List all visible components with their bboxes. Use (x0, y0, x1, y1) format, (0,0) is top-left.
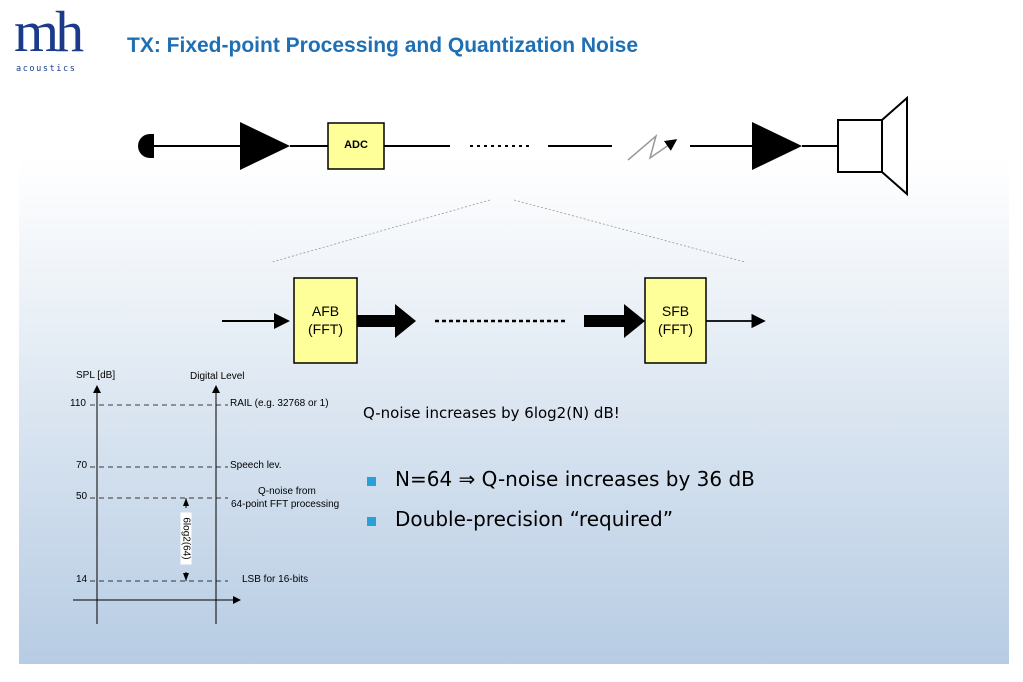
span-label: 6log2(64) (180, 512, 192, 565)
level-50-label-line1: Q-noise from (258, 486, 316, 497)
level-14-value: 14 (76, 574, 88, 585)
bullet-2-text: Double-precision “required” (395, 507, 674, 531)
sfb-box (644, 277, 707, 364)
level-70-value: 70 (76, 460, 88, 471)
level-14-label: LSB for 16-bits (242, 574, 309, 585)
afb-label: AFB (FFT) (294, 302, 357, 338)
level-50-value: 50 (76, 491, 88, 502)
level-50-label-line2: 64-point FFT processing (231, 499, 340, 510)
level-110-label: RAIL (e.g. 32768 or 1) (230, 398, 329, 409)
logo: mh acoustics (14, 2, 99, 82)
transmission-icon (627, 133, 678, 161)
sfb-label-line2: (FFT) (658, 321, 693, 337)
bullet-1-marker (367, 477, 376, 486)
amplifier-2-icon (752, 122, 802, 170)
spl-axis-label: SPL [dB] (76, 370, 116, 381)
bullet-1-text: N=64 ⇒ Q-noise increases by 36 dB (395, 467, 755, 491)
thick-arrow-2-icon (584, 304, 645, 338)
statement-text: Q-noise increases by 6log2(N) dB! (363, 404, 620, 422)
speaker-icon (837, 95, 908, 197)
adc-label: ADC (344, 139, 368, 151)
signal-chain (138, 95, 908, 197)
digital-axis-label: Digital Level (190, 371, 245, 382)
level-diagram (73, 385, 241, 624)
logo-subtitle: acoustics (16, 64, 77, 74)
sfb-label-line1: SFB (661, 303, 690, 319)
microphone-icon (138, 134, 154, 158)
amplifier-1-icon (240, 122, 290, 170)
slide-title: TX: Fixed-point Processing and Quantizat… (127, 34, 639, 57)
zoom-line-left (271, 199, 491, 263)
filterbank-chain (222, 277, 766, 364)
zoom-line-right (513, 199, 746, 263)
level-110-value: 110 (70, 398, 86, 409)
thick-arrow-1-icon (357, 304, 416, 338)
afb-label-line2: (FFT) (308, 321, 343, 337)
level-70-label: Speech lev. (230, 460, 282, 471)
bullet-2-marker (367, 517, 376, 526)
afb-label-line1: AFB (311, 303, 340, 319)
afb-box (293, 277, 358, 364)
background-panel (19, 158, 1009, 664)
sfb-label: SFB (FFT) (645, 302, 706, 338)
logo-mark: mh (14, 0, 84, 64)
